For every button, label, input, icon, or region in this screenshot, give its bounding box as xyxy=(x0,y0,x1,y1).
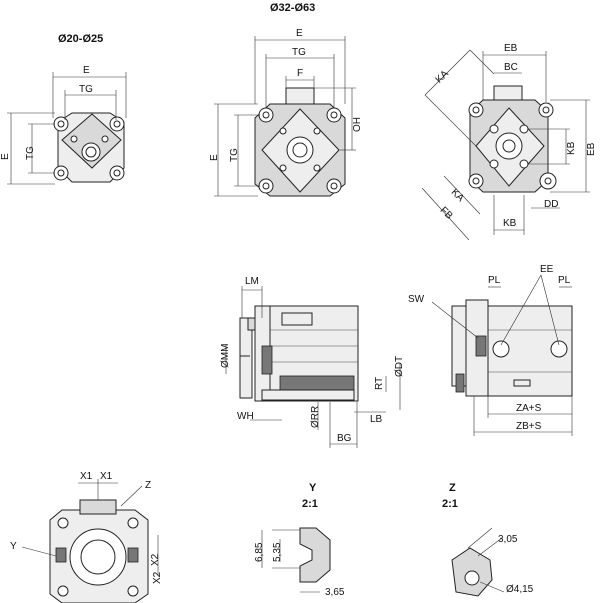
dim-ka-top: KA xyxy=(434,68,451,85)
detail-z-scale: 2:1 xyxy=(442,498,458,510)
dim-ka-bottom: KA xyxy=(449,187,466,204)
detail-z-title: Z xyxy=(449,482,456,494)
front-view-details: X1 X1 Z Y X2 X2 xyxy=(10,471,163,603)
dim-fb: FB xyxy=(438,205,455,222)
dim-tg-small: TG xyxy=(79,84,93,95)
dim-dt: ØDT xyxy=(394,356,405,377)
dim-zas: ZA+S xyxy=(516,403,542,414)
dim-e-large: E xyxy=(296,28,303,39)
detail-y-535: 5,35 xyxy=(272,542,283,562)
dim-x1-right: X1 xyxy=(100,471,113,482)
label-y: Y xyxy=(10,541,17,552)
dim-kb-v: KB xyxy=(566,141,577,155)
rotated-view: EB BC EB KB KA FB KA KB DD xyxy=(421,43,597,241)
dim-eb: EB xyxy=(504,43,518,54)
dim-x2-top: X2 xyxy=(150,553,161,566)
dim-lm: LM xyxy=(245,276,259,287)
dim-x2-bottom: X2 xyxy=(152,571,163,584)
title-small-range: Ø20-Ø25 xyxy=(58,33,103,45)
detail-y-title: Y xyxy=(309,482,317,494)
dim-x1-left: X1 xyxy=(80,471,93,482)
dim-mm: ØMM xyxy=(220,344,231,368)
front-view-small: Ø20-Ø25 E TG E TG xyxy=(0,33,127,185)
detail-z: Z 2:1 3,05 Ø4,15 xyxy=(442,482,534,597)
dim-eb-v: EB xyxy=(586,142,597,156)
dim-bg: BG xyxy=(337,433,352,444)
dim-tg-small-v: TG xyxy=(25,146,36,160)
dim-e-small: E xyxy=(83,65,90,76)
detail-y-scale: 2:1 xyxy=(302,498,318,510)
dim-rt: RT xyxy=(374,377,385,390)
detail-y: Y 2:1 6,85 5,35 3,65 xyxy=(254,482,345,598)
dim-wh: WH xyxy=(237,411,254,422)
dim-f: F xyxy=(297,68,303,79)
dim-tg-large-v: TG xyxy=(229,148,240,162)
dim-ee: EE xyxy=(540,264,554,275)
dim-oh: OH xyxy=(352,117,363,132)
dim-kb-bottom: KB xyxy=(503,218,517,229)
dim-dd: DD xyxy=(544,199,558,210)
dim-pl-right: PL xyxy=(558,275,571,286)
dim-rr: ØRR xyxy=(310,406,321,428)
detail-y-685: 6,85 xyxy=(254,542,265,562)
dim-lb: LB xyxy=(370,414,383,425)
front-view-large: Ø32-Ø63 E TG F OH E TG xyxy=(209,2,363,197)
side-section-view: LM ØMM WH ØRR LB BG RT ØDT xyxy=(220,276,405,448)
dim-e-small-v: E xyxy=(0,153,11,160)
side-view-ports: PL PL EE SW ZA+S ZB+S xyxy=(408,264,573,436)
dim-zbs: ZB+S xyxy=(516,421,542,432)
detail-z-415: Ø4,15 xyxy=(506,584,534,595)
dim-bc: BC xyxy=(504,62,518,73)
title-large-range: Ø32-Ø63 xyxy=(270,2,315,14)
label-z: Z xyxy=(145,480,151,491)
dim-tg-large: TG xyxy=(292,47,306,58)
dim-pl-left: PL xyxy=(488,275,501,286)
detail-y-365: 3,65 xyxy=(325,587,345,598)
dim-e-large-v: E xyxy=(209,154,220,161)
detail-z-305: 3,05 xyxy=(498,534,518,545)
dim-sw: SW xyxy=(408,294,425,305)
